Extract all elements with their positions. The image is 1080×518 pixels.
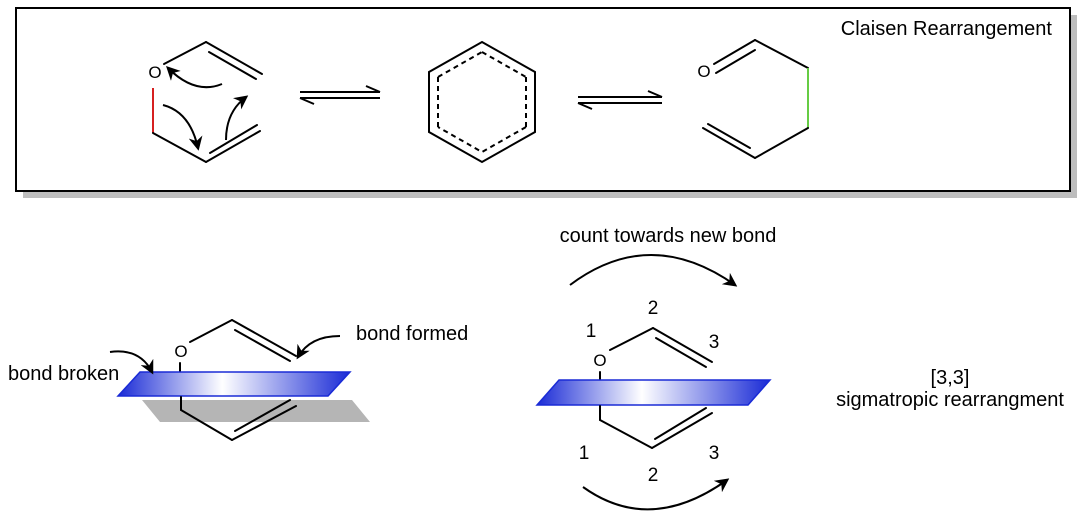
product-carbonyl: O bbox=[697, 39, 809, 159]
curved-arrow-1 bbox=[166, 66, 223, 89]
plane-diagram-left: O bond broken bond formed bbox=[8, 319, 468, 441]
plane-shadow bbox=[142, 400, 370, 422]
top-count-arrow bbox=[569, 254, 738, 287]
curved-arrow-2 bbox=[162, 104, 203, 151]
sigmatropic-index-label: [3,3] bbox=[931, 367, 970, 389]
bond-broken-label: bond broken bbox=[8, 363, 119, 385]
bottom-count-arrow bbox=[582, 478, 730, 511]
bond-formed-arrow bbox=[296, 335, 341, 360]
sigmatropic-name-label: sigmatropic rearrangment bbox=[836, 389, 1064, 411]
reactant-allyl-vinyl-ether: O bbox=[148, 41, 263, 163]
left-oxygen-label: O bbox=[174, 342, 187, 361]
bottom-number-1: 1 bbox=[579, 443, 590, 464]
product-oxygen-label: O bbox=[697, 62, 710, 81]
curved-arrow-3 bbox=[225, 95, 249, 141]
panel-frame bbox=[15, 7, 1071, 192]
top-number-3: 3 bbox=[709, 332, 720, 353]
claisen-panel: Claisen Rearrangement bbox=[15, 7, 1077, 198]
right-oxygen-label: O bbox=[593, 351, 606, 370]
bond-formed-label: bond formed bbox=[356, 323, 468, 345]
count-towards-label: count towards new bond bbox=[560, 225, 777, 247]
equilibrium-arrows-2 bbox=[577, 90, 663, 110]
bond-broken-arrow bbox=[109, 350, 154, 375]
numbered-system: count towards new bond O 1 2 3 1 2 3 [3,… bbox=[535, 225, 1064, 511]
equilibrium-arrows-1 bbox=[299, 85, 381, 105]
blue-plane bbox=[116, 371, 352, 397]
top-number-2: 2 bbox=[648, 298, 659, 319]
panel-title: Claisen Rearrangement bbox=[841, 18, 1053, 40]
oxygen-label: O bbox=[148, 63, 161, 82]
transition-state-hexagon bbox=[428, 40, 536, 164]
bottom-number-2: 2 bbox=[648, 465, 659, 486]
right-blue-plane bbox=[535, 379, 772, 406]
top-number-1: 1 bbox=[586, 321, 597, 342]
bottom-number-3: 3 bbox=[709, 443, 720, 464]
